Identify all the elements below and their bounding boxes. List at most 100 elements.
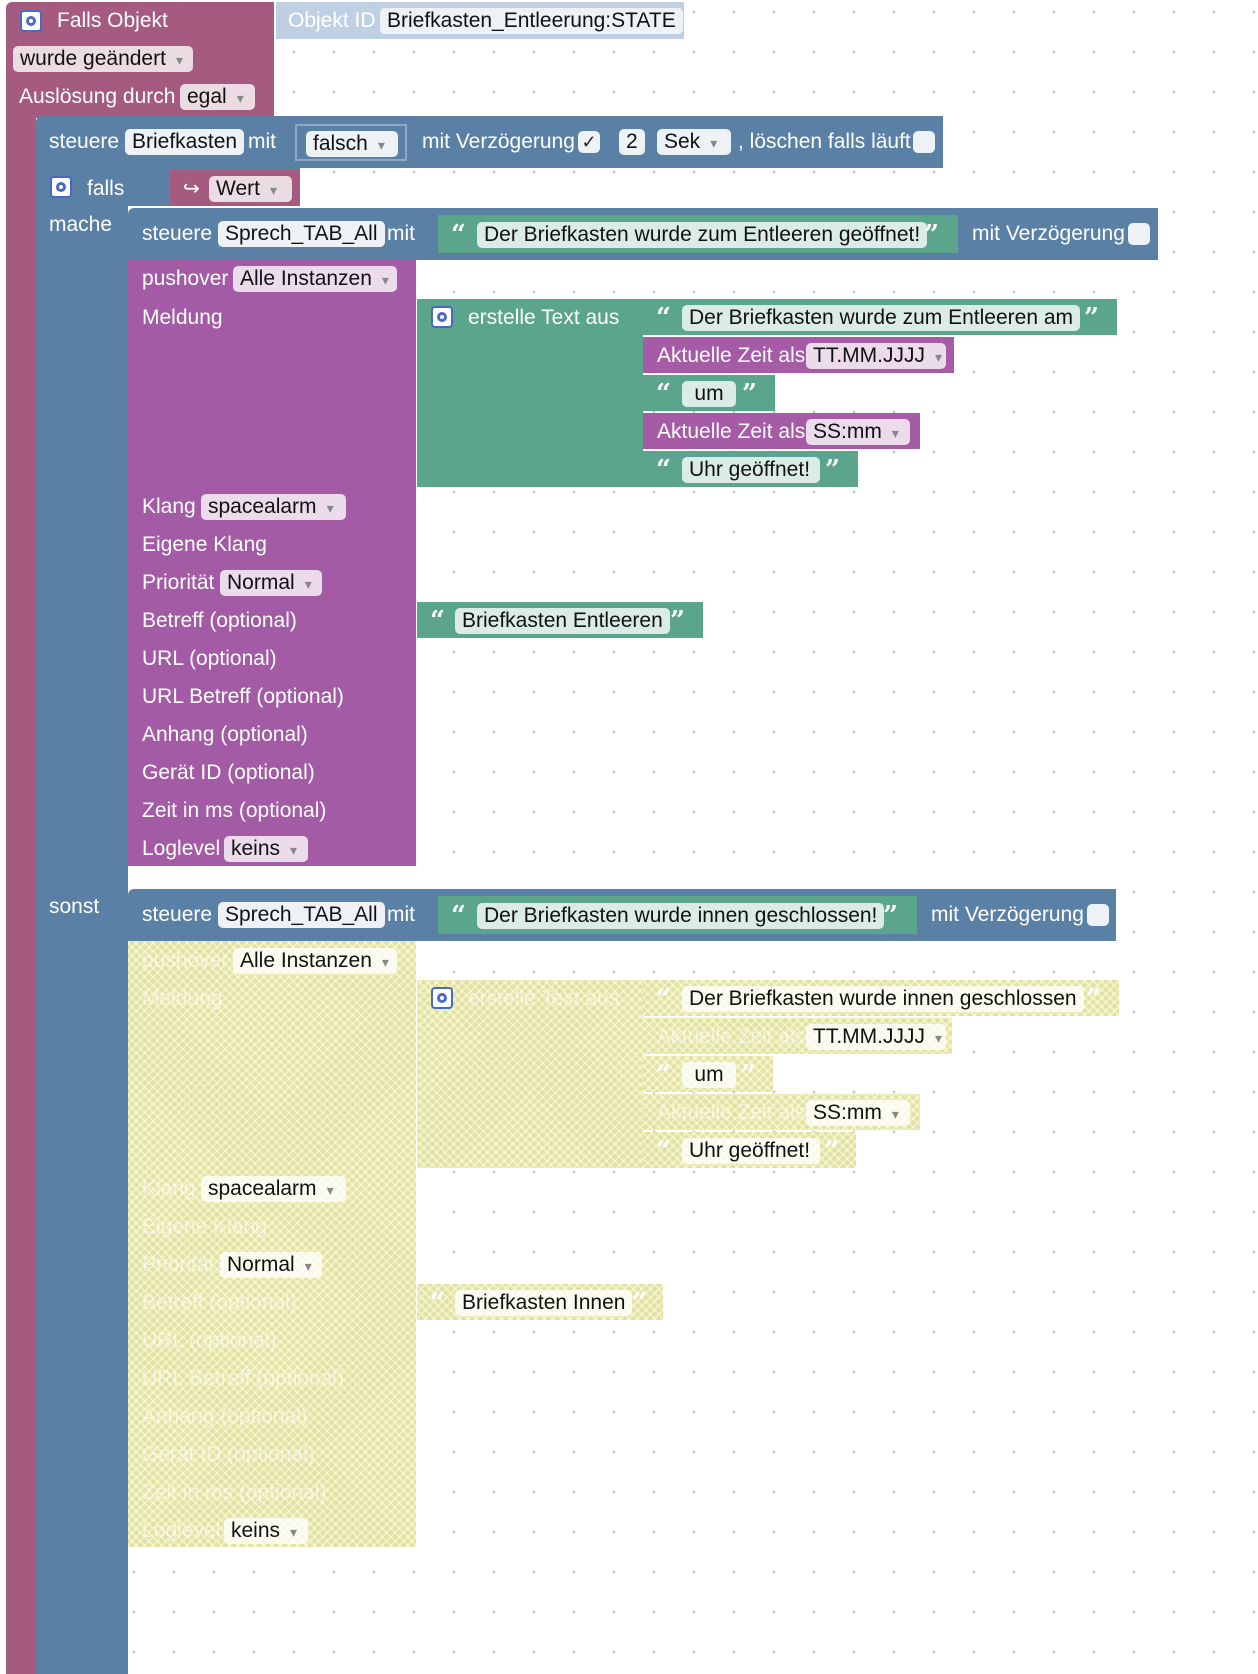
mache-label: mache <box>49 213 113 236</box>
else-geraet-label: Gerät ID (optional) <box>142 1443 315 1466</box>
else-time-format-dropdown[interactable]: SS:mm <box>806 1100 910 1126</box>
ausloesung-dropdown[interactable]: egal <box>180 84 255 110</box>
then-control-mit: mit <box>387 222 415 245</box>
then-betreff-text[interactable]: Briefkasten Entleeren <box>455 608 670 634</box>
quote-close-icon: ” <box>824 1136 839 1166</box>
else-loglevel-label: Loglevel <box>142 1519 221 1542</box>
else-klang-label: Klang <box>142 1177 196 1200</box>
then-prioritaet-label: Priorität <box>142 571 215 594</box>
then-prioritaet-dropdown[interactable]: Normal <box>220 570 322 596</box>
if-gear-icon[interactable] <box>50 176 72 198</box>
trigger-condition-dropdown[interactable]: wurde geändert <box>13 46 193 72</box>
trigger-gear-icon[interactable] <box>20 10 42 32</box>
delay-amount-field[interactable]: 2 <box>619 129 645 155</box>
then-control-prefix: steuere <box>142 222 213 245</box>
else-zeit-label: Zeit in ms (optional) <box>142 1481 327 1504</box>
else-pushover-instance[interactable]: Alle Instanzen <box>233 948 397 974</box>
quote-open-icon: “ <box>451 220 466 250</box>
then-text-part3[interactable]: Uhr geöffnet! <box>682 457 820 483</box>
else-create-text-gear-icon[interactable] <box>431 987 453 1009</box>
quote-close-icon: ” <box>1086 984 1101 1014</box>
then-pushover-instance[interactable]: Alle Instanzen <box>233 266 397 292</box>
then-time-format-dropdown[interactable]: SS:mm <box>806 419 910 445</box>
else-url-betreff-label: URL Betreff (optional) <box>142 1367 344 1390</box>
delay-label: mit Verzögerung <box>422 130 575 153</box>
then-pushover-block[interactable] <box>128 260 416 866</box>
control-target-field[interactable]: Briefkasten <box>125 129 245 155</box>
quote-open-icon: “ <box>430 606 445 636</box>
then-pushover-label: pushover <box>142 267 229 290</box>
then-betreff-label: Betreff (optional) <box>142 609 297 632</box>
else-text-field[interactable]: Der Briefkasten wurde innen geschlossen! <box>477 903 885 929</box>
else-delay-checkbox[interactable] <box>1087 904 1109 926</box>
control-prefix: steuere <box>49 130 120 153</box>
then-text-part2[interactable]: um <box>682 381 736 407</box>
quote-open-icon: “ <box>451 901 466 931</box>
then-control-target[interactable]: Sprech_TAB_All <box>218 221 385 247</box>
quote-open-icon: “ <box>656 1060 671 1090</box>
then-create-text-label: erstelle Text aus <box>468 306 620 329</box>
then-delay-checkbox[interactable] <box>1128 223 1150 245</box>
else-date-format-dropdown[interactable]: TT.MM.JJJJ <box>806 1024 946 1050</box>
else-url-label: URL (optional) <box>142 1329 277 1352</box>
else-anhang-label: Anhang (optional) <box>142 1405 308 1428</box>
then-text-field[interactable]: Der Briefkasten wurde zum Entleeren geöf… <box>477 222 928 248</box>
quote-close-icon: ” <box>1084 303 1099 333</box>
else-meldung-label: Meldung <box>142 987 223 1010</box>
quote-close-icon: ” <box>825 455 840 485</box>
then-loglevel-dropdown[interactable]: keins <box>224 836 308 862</box>
then-time-label: Aktuelle Zeit als <box>657 420 806 443</box>
then-date-label: Aktuelle Zeit als <box>657 344 806 367</box>
wert-dropdown[interactable]: Wert <box>209 176 292 202</box>
if-block-body <box>36 204 128 1674</box>
clear-checkbox[interactable] <box>913 131 935 153</box>
else-text-part3[interactable]: Uhr geöffnet! <box>682 1138 820 1164</box>
then-delay-label: mit Verzögerung <box>972 222 1125 245</box>
then-date-format-dropdown[interactable]: TT.MM.JJJJ <box>806 343 946 369</box>
delay-checkbox[interactable]: ✓ <box>578 131 600 153</box>
else-control-prefix: steuere <box>142 903 213 926</box>
quote-open-icon: “ <box>656 984 671 1014</box>
sonst-label: sonst <box>49 895 100 918</box>
quote-close-icon: ” <box>742 379 757 409</box>
else-text-part1[interactable]: Der Briefkasten wurde innen geschlossen <box>682 986 1084 1012</box>
else-date-label: Aktuelle Zeit als <box>657 1025 806 1048</box>
then-klang-label: Klang <box>142 495 196 518</box>
else-control-target[interactable]: Sprech_TAB_All <box>218 902 385 928</box>
else-time-label: Aktuelle Zeit als <box>657 1101 806 1124</box>
quote-open-icon: “ <box>656 455 671 485</box>
then-anhang-label: Anhang (optional) <box>142 723 308 746</box>
else-prioritaet-dropdown[interactable]: Normal <box>220 1252 322 1278</box>
bool-dropdown[interactable]: falsch <box>306 131 398 157</box>
ausloesung-label: Auslösung durch <box>19 85 176 108</box>
then-meldung-label: Meldung <box>142 306 223 329</box>
else-delay-label: mit Verzögerung <box>931 903 1084 926</box>
quote-open-icon: “ <box>430 1288 445 1318</box>
else-loglevel-dropdown[interactable]: keins <box>224 1518 308 1544</box>
control-mit: mit <box>248 130 276 153</box>
then-klang-dropdown[interactable]: spacealarm <box>201 494 346 520</box>
else-betreff-text[interactable]: Briefkasten Innen <box>455 1290 633 1316</box>
quote-close-icon: ” <box>670 606 685 636</box>
then-zeit-label: Zeit in ms (optional) <box>142 799 327 822</box>
then-text-part1[interactable]: Der Briefkasten wurde zum Entleeren am <box>682 305 1080 331</box>
else-klang-dropdown[interactable]: spacealarm <box>201 1176 346 1202</box>
then-create-text-gear-icon[interactable] <box>431 306 453 328</box>
then-geraet-label: Gerät ID (optional) <box>142 761 315 784</box>
else-text-part2[interactable]: um <box>682 1062 736 1088</box>
quote-open-icon: “ <box>656 379 671 409</box>
then-create-text-block[interactable] <box>417 299 643 487</box>
trigger-title: Falls Objekt <box>57 9 168 32</box>
else-pushover-block[interactable] <box>128 941 416 1547</box>
quote-close-icon: ” <box>632 1288 647 1318</box>
delay-unit-dropdown[interactable]: Sek <box>657 129 731 155</box>
then-url-betreff-label: URL Betreff (optional) <box>142 685 344 708</box>
then-loglevel-label: Loglevel <box>142 837 221 860</box>
trigger-block-body <box>6 110 36 1674</box>
else-pushover-label: pushover <box>142 949 229 972</box>
else-control-mit: mit <box>387 903 415 926</box>
else-create-text-block[interactable] <box>417 980 643 1168</box>
else-eigene-klang-label: Eigene Klang <box>142 1215 267 1238</box>
else-create-text-label: erstelle Text aus <box>468 987 620 1010</box>
objekt-id-field[interactable]: Briefkasten_Entleerung:STATE <box>380 8 683 34</box>
